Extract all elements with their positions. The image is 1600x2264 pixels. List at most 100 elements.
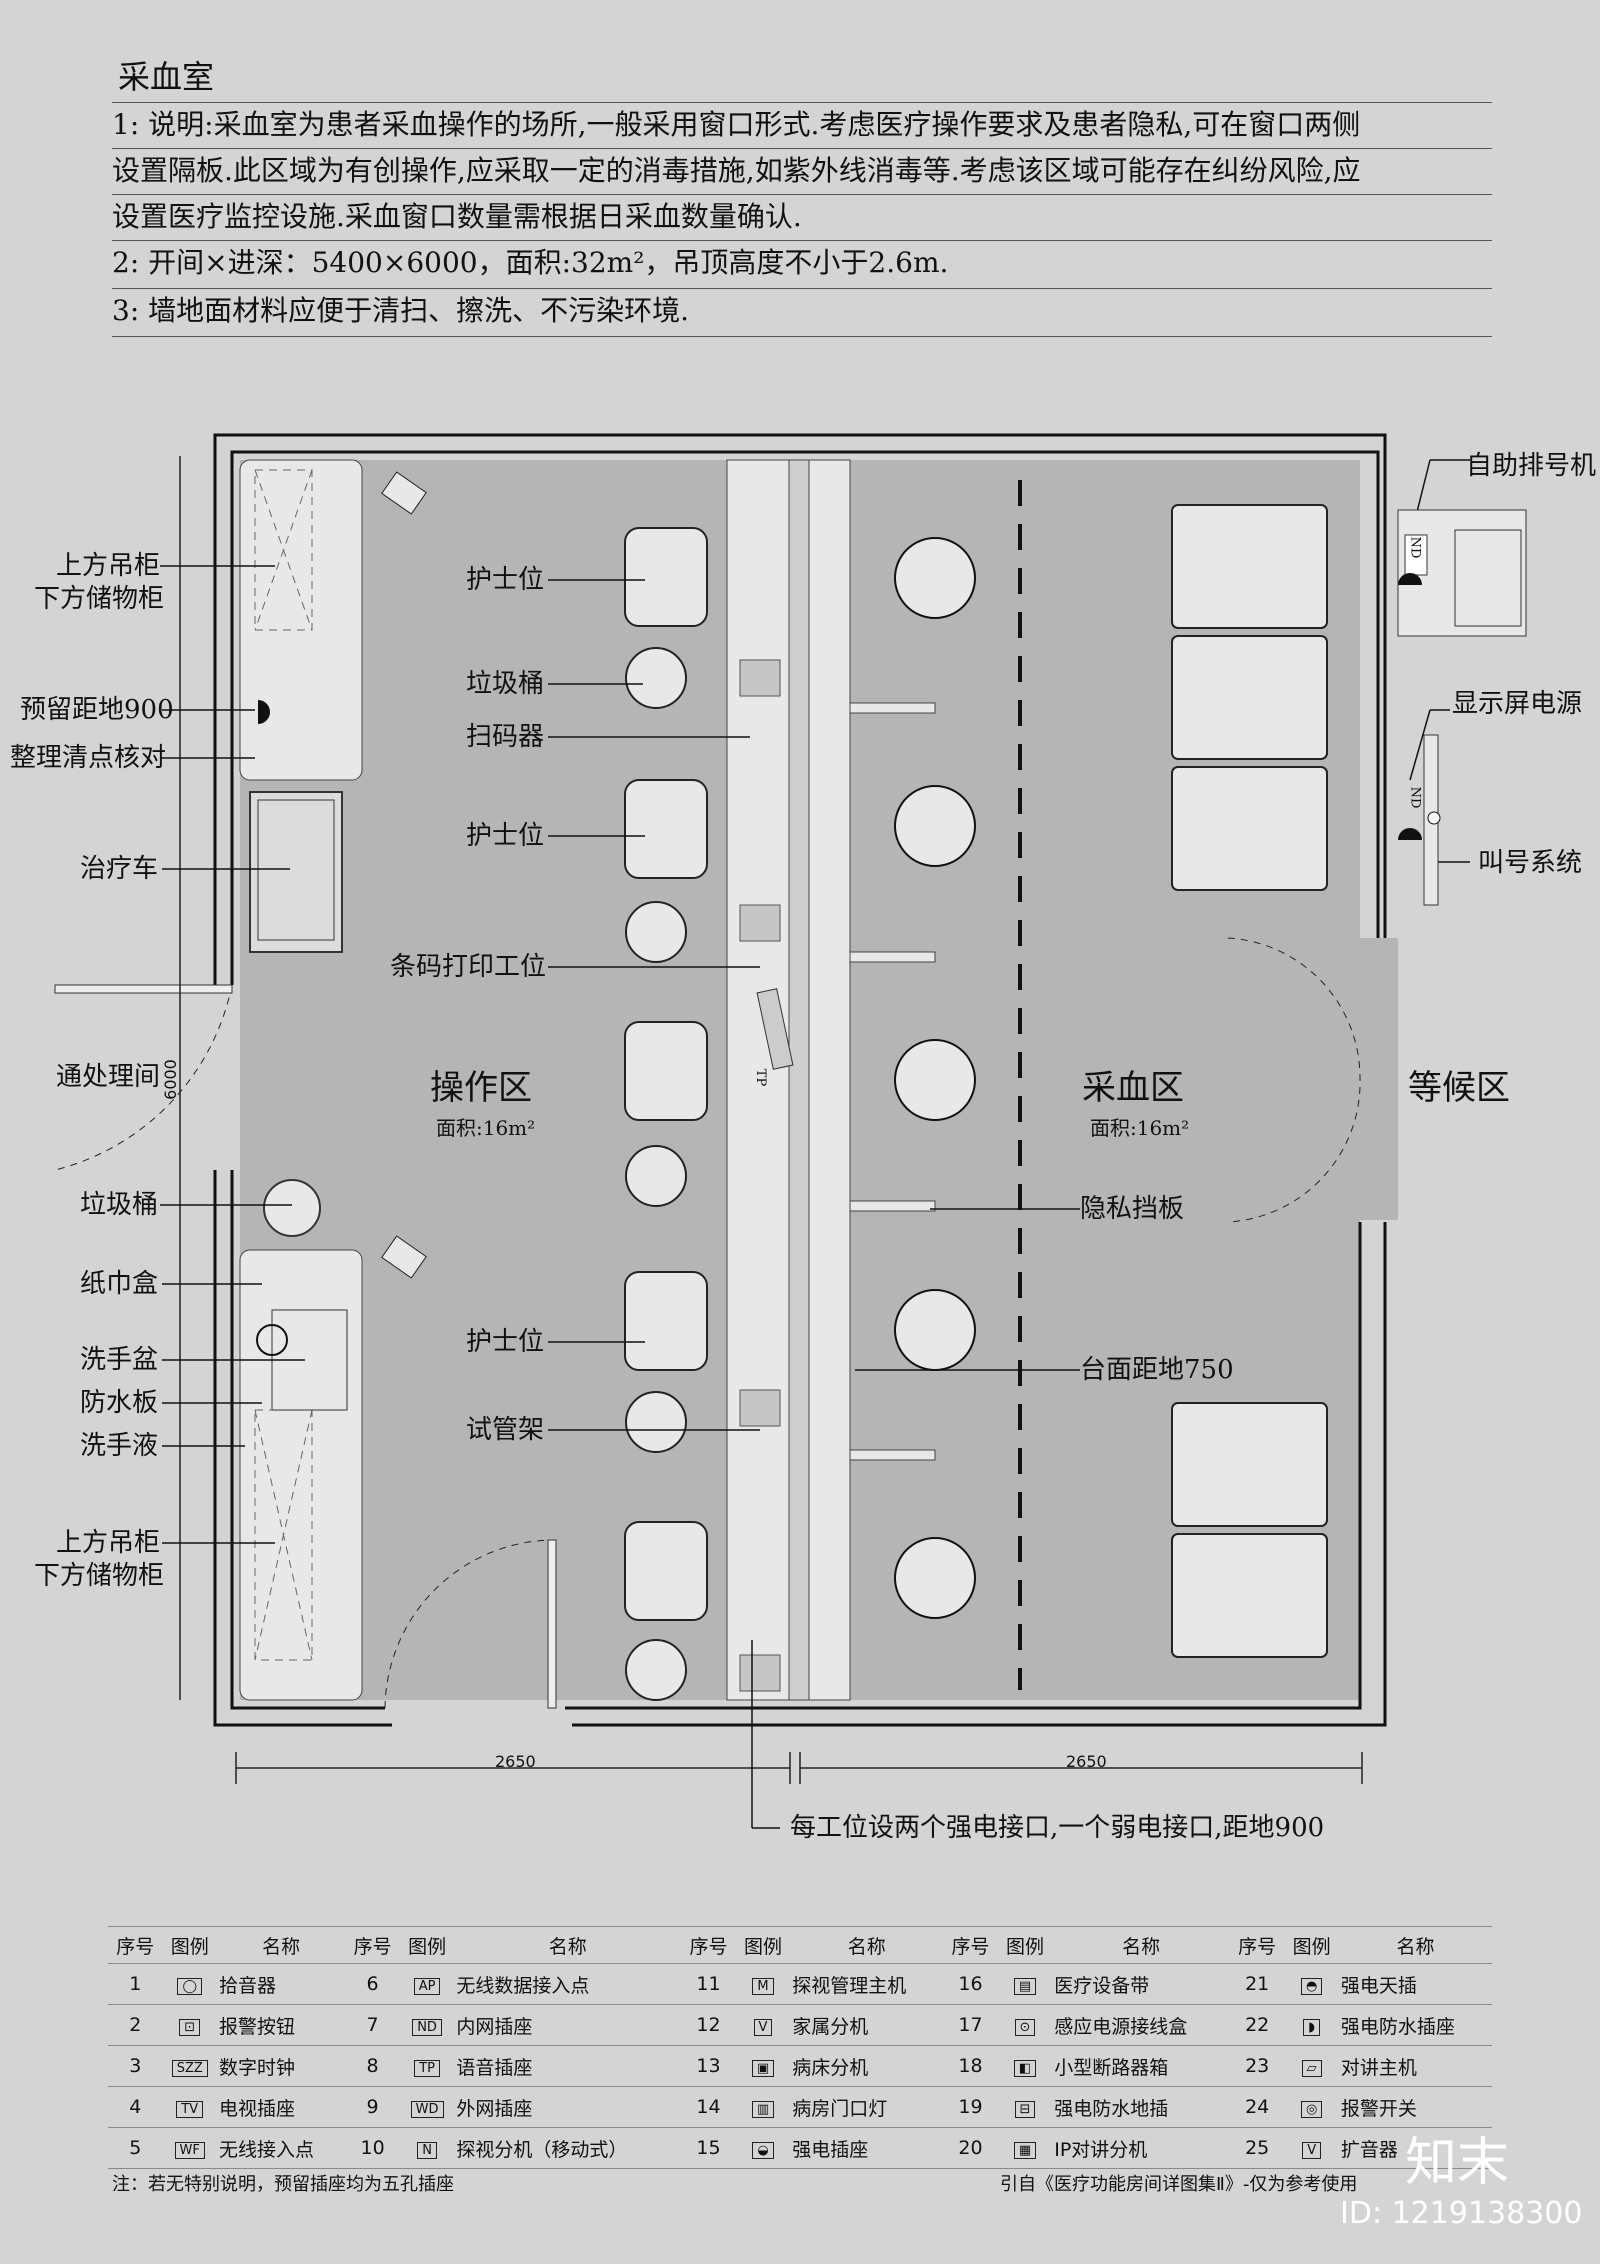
door-leaf-bottom bbox=[547, 1539, 557, 1709]
door-swing-left bbox=[54, 984, 233, 1171]
legend-symbol-icon: AP bbox=[399, 1963, 455, 2005]
legend-symbol-icon: ◒ bbox=[735, 2127, 791, 2169]
label-tube-rack: 试管架 bbox=[466, 1415, 545, 1445]
legend-name: 报警按钮 bbox=[216, 2004, 346, 2046]
col-sym: 图例 bbox=[399, 1926, 455, 1964]
legend-symbol: TP bbox=[414, 2060, 440, 2077]
camera-icon bbox=[381, 471, 427, 515]
note-line-3: 设置医疗监控设施.采血窗口数量需根据日采血数量确认. bbox=[112, 200, 802, 233]
divider bbox=[112, 102, 1492, 103]
scanner-pad bbox=[739, 904, 781, 942]
legend-no: 25 bbox=[1229, 2127, 1285, 2169]
label-lower-storage: 下方储物柜 bbox=[34, 584, 165, 614]
label-nurse-station: 护士位 bbox=[466, 821, 545, 851]
legend-symbol-icon: TP bbox=[399, 2045, 455, 2087]
label-to-disposal-room: 通处理间 bbox=[56, 1062, 161, 1092]
scanner-pad bbox=[739, 1654, 781, 1692]
legend-name: 内网插座 bbox=[454, 2004, 682, 2046]
legend-symbol-icon: TV bbox=[162, 2086, 217, 2128]
legend-symbol: ◯ bbox=[177, 1978, 202, 1995]
label-nurse-station: 护士位 bbox=[466, 565, 545, 595]
label-upper-cabinet: 上方吊柜 bbox=[56, 1528, 161, 1558]
col-no: 序号 bbox=[1229, 1926, 1285, 1964]
legend-no: 11 bbox=[681, 1963, 736, 2005]
legend-no: 16 bbox=[943, 1963, 998, 2005]
legend-symbol: ▤ bbox=[1013, 1978, 1037, 1995]
legend-symbol: ▱ bbox=[1301, 2060, 1322, 2077]
legend-no: 23 bbox=[1229, 2045, 1285, 2087]
scanner-pad bbox=[739, 659, 781, 697]
legend-name: 扩音器 bbox=[1338, 2127, 1492, 2169]
legend-symbol-icon: ND bbox=[399, 2004, 455, 2046]
label-hand-soap: 洗手液 bbox=[80, 1431, 159, 1461]
legend-symbol-icon: ▥ bbox=[735, 2086, 791, 2128]
legend-name: 数字时钟 bbox=[216, 2045, 346, 2087]
nd-socket-tag: ND bbox=[1407, 786, 1423, 809]
legend-name: 拾音器 bbox=[216, 1963, 346, 2005]
legend-symbol: ⊙ bbox=[1014, 2019, 1036, 2036]
legend-symbol: SZZ bbox=[171, 2060, 208, 2077]
legend-symbol-icon: N bbox=[399, 2127, 455, 2169]
legend-header-row: 序号图例名称 序号图例名称 序号图例名称 序号图例名称 序号图例名称 bbox=[108, 1926, 1492, 1964]
legend-symbol: ◓ bbox=[1300, 1978, 1323, 1995]
zone-waiting: 等候区 bbox=[1408, 1068, 1510, 1108]
dimension-lines bbox=[179, 456, 1363, 1784]
divider bbox=[112, 288, 1492, 289]
legend-symbol-icon: ▱ bbox=[1284, 2045, 1339, 2087]
label-upper-cabinet: 上方吊柜 bbox=[56, 551, 161, 581]
legend-symbol: ◗ bbox=[1303, 2019, 1321, 2036]
trash-bin-left bbox=[263, 1179, 321, 1237]
legend-name: 外网插座 bbox=[454, 2086, 682, 2128]
nurse-stools bbox=[625, 647, 687, 1701]
nurse-chairs bbox=[624, 527, 708, 1621]
dim-left-width: 2650 bbox=[495, 1752, 536, 1771]
zone-operation-area: 面积:16m² bbox=[436, 1116, 536, 1140]
legend-symbol: V bbox=[1302, 2142, 1322, 2159]
dim-depth: 6000 bbox=[160, 1059, 180, 1100]
legend-no: 10 bbox=[345, 2127, 400, 2169]
brand-logo: 知末 bbox=[1405, 2133, 1510, 2193]
legend-symbol: ▣ bbox=[751, 2060, 775, 2077]
label-tissue-box: 纸巾盒 bbox=[80, 1269, 159, 1299]
patient-stools bbox=[894, 537, 976, 1619]
col-no: 序号 bbox=[943, 1926, 998, 1964]
legend-no: 6 bbox=[345, 1963, 400, 2005]
col-sym: 图例 bbox=[162, 1926, 217, 1964]
legend-symbol: N bbox=[417, 2142, 437, 2159]
divider bbox=[112, 336, 1492, 337]
legend-symbol-icon: ⊙ bbox=[997, 2004, 1053, 2046]
legend-no: 24 bbox=[1229, 2086, 1285, 2128]
legend-no: 18 bbox=[943, 2045, 998, 2087]
power-socket-icon bbox=[1398, 573, 1422, 585]
door-swing-right bbox=[1227, 937, 1361, 1223]
legend-name: 电视插座 bbox=[216, 2086, 346, 2128]
label-splash-board: 防水板 bbox=[80, 1388, 159, 1418]
legend-no: 12 bbox=[681, 2004, 736, 2046]
legend-table: 序号图例名称 序号图例名称 序号图例名称 序号图例名称 序号图例名称 1◯拾音器… bbox=[108, 1926, 1492, 2169]
label-lower-storage: 下方储物柜 bbox=[34, 1561, 165, 1591]
legend-no: 5 bbox=[108, 2127, 163, 2169]
col-no: 序号 bbox=[345, 1926, 400, 1964]
floor-plan bbox=[54, 433, 1527, 1829]
privacy-partitions bbox=[849, 702, 936, 1461]
source-citation: 引自《医疗功能房间详图集Ⅱ》-仅为参考使用 bbox=[1000, 2174, 1358, 2195]
note-line-5: 3: 墙地面材料应便于清扫、擦洗、不污染环境. bbox=[112, 294, 690, 327]
legend-no: 22 bbox=[1229, 2004, 1285, 2046]
legend-symbol-icon: WF bbox=[162, 2127, 217, 2169]
legend-symbol-icon: ◓ bbox=[1284, 1963, 1339, 2005]
col-name: 名称 bbox=[216, 1926, 346, 1964]
nd-socket-tag: ND bbox=[1407, 536, 1423, 559]
legend-symbol-icon: V bbox=[1284, 2127, 1339, 2169]
legend-name: 强电插座 bbox=[790, 2127, 944, 2169]
legend-symbol-icon: ◎ bbox=[1284, 2086, 1339, 2128]
legend-name: 探视分机（移动式） bbox=[454, 2127, 682, 2169]
legend-name: 无线接入点 bbox=[216, 2127, 346, 2169]
legend-symbol-icon: ▣ bbox=[735, 2045, 791, 2087]
legend-name: 感应电源接线盒 bbox=[1052, 2004, 1230, 2046]
dim-right-width: 2650 bbox=[1066, 1752, 1107, 1771]
label-counter-height: 台面距地750 bbox=[1080, 1355, 1234, 1385]
